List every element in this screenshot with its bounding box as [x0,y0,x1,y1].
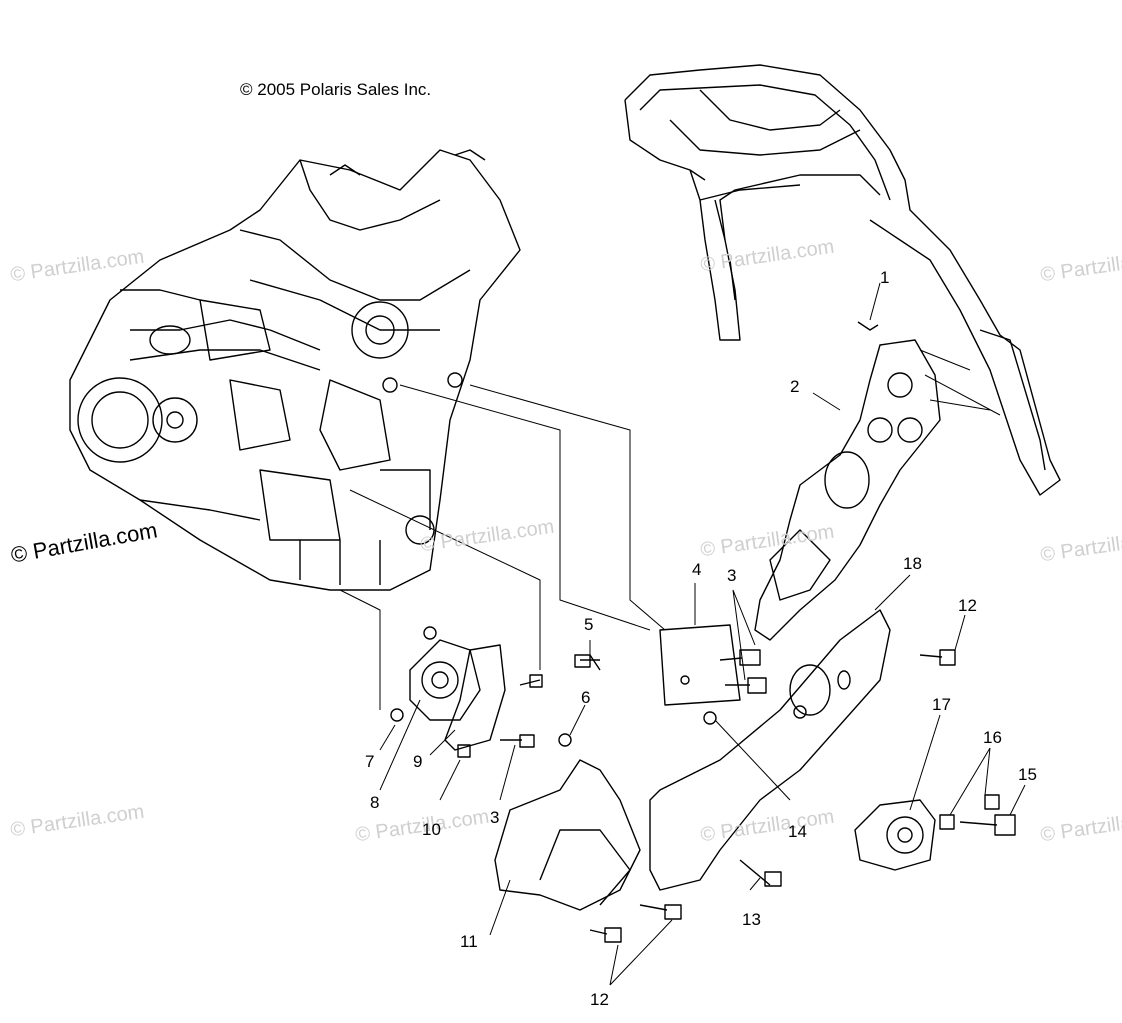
callout-2: 2 [790,377,800,396]
callout-9: 9 [413,752,423,771]
callout-12b: 12 [958,596,977,615]
callout-4: 4 [692,560,702,579]
callout-3: 3 [727,566,737,585]
callout-10: 10 [422,820,441,839]
bolts-drawing [390,321,1016,943]
bracket-11-drawing [494,759,641,911]
leader-lines [339,282,1026,986]
callout-7: 7 [365,752,375,771]
frame-bracket-drawing [624,64,1061,496]
callout-14: 14 [788,822,807,841]
plate-2-drawing [754,339,941,641]
callout-1: 1 [880,268,890,287]
plate-18-drawing [649,609,891,891]
callout-18: 18 [903,554,922,573]
copyright-text: © 2005 Polaris Sales Inc. [240,80,432,99]
callout-3b: 3 [490,808,500,827]
callout-15: 15 [1018,765,1037,784]
plate-4-hole [680,675,690,685]
callout-6: 6 [581,688,591,707]
mount-8-drawing [409,639,481,721]
callout-17: 17 [932,695,951,714]
callout-16: 16 [983,728,1002,747]
callout-5: 5 [584,615,594,634]
callout-13: 13 [742,910,761,929]
callout-11: 11 [460,932,478,951]
plate-9-drawing [444,644,506,751]
plate-4-drawing [659,624,741,706]
callout-8: 8 [370,793,380,812]
mount-17-drawing [854,799,936,871]
callout-12: 12 [590,990,609,1009]
engine-drawing [69,149,521,591]
